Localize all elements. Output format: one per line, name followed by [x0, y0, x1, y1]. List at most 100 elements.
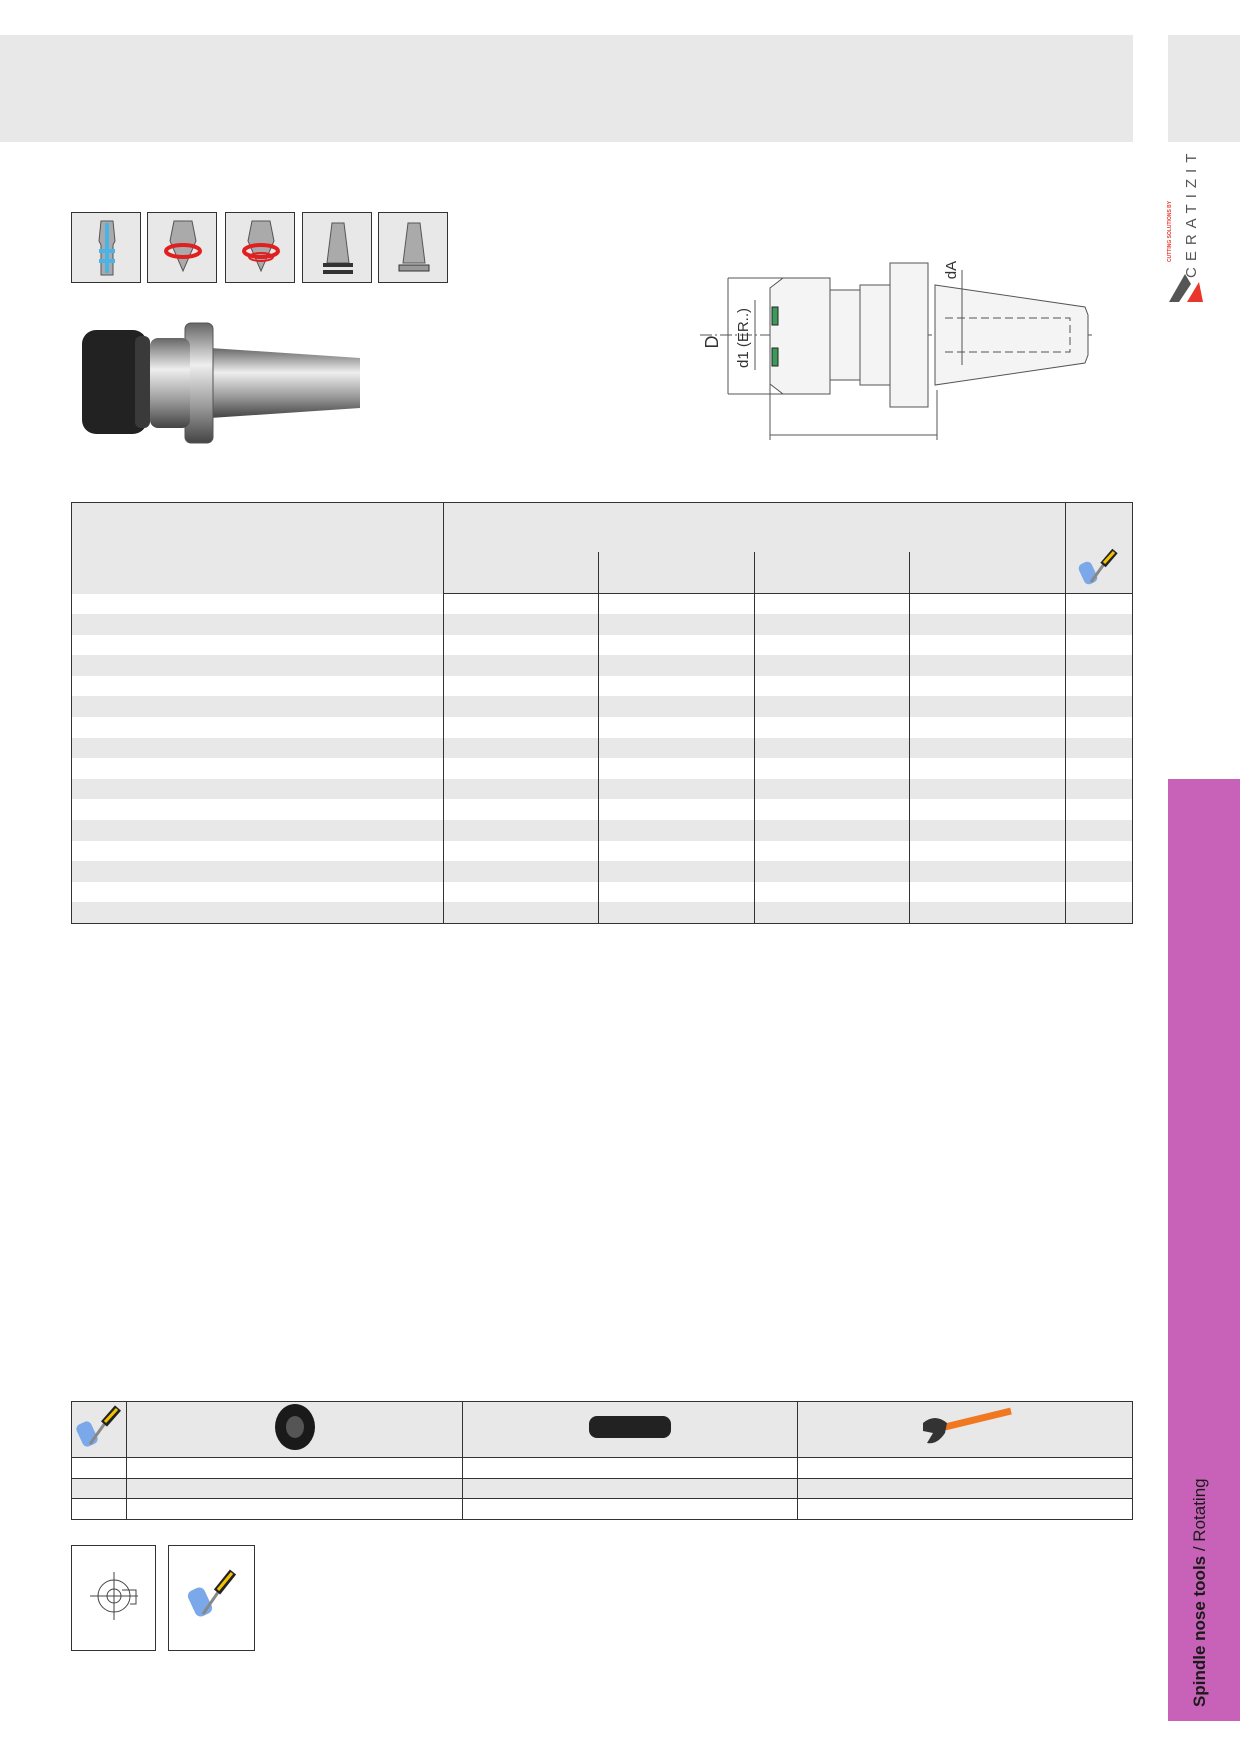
- table-cell: [71, 614, 444, 635]
- spare-parts-icon: [187, 1569, 237, 1617]
- table-cell: [598, 634, 756, 656]
- table-cell: [71, 840, 444, 862]
- table-cell: [598, 758, 756, 779]
- table-cell: [71, 778, 444, 800]
- spare-parts-icon: [1078, 548, 1118, 585]
- table-cell: [909, 593, 1066, 615]
- table-cell: [754, 614, 911, 635]
- table-cell: [754, 758, 911, 779]
- table-cell: [71, 717, 444, 738]
- table-cell: [754, 881, 911, 903]
- dimension-d1: d1 (ER..): [735, 308, 752, 368]
- table-cell: [598, 675, 756, 697]
- table-row: [71, 820, 1133, 841]
- table-cell: [442, 696, 600, 718]
- table-cell: [598, 902, 756, 924]
- stop-screw-header: [462, 1401, 798, 1458]
- table-cell: [797, 1498, 1133, 1520]
- table-cell: [909, 799, 1066, 821]
- table-cell: [462, 1498, 798, 1520]
- table-cell: [1065, 758, 1133, 779]
- table-row: [71, 737, 1133, 759]
- table-cell: [909, 655, 1066, 676]
- stop-screw-icon: [589, 1416, 671, 1438]
- table-cell: [462, 1477, 798, 1500]
- table-row: [71, 902, 1133, 924]
- table-cell: [598, 778, 756, 800]
- table-cell: [462, 1457, 798, 1479]
- table-cell: [71, 634, 444, 656]
- technical-drawing: D d1 (ER..) dA: [700, 250, 1120, 450]
- table-cell: [442, 737, 600, 759]
- table-cell: [909, 614, 1066, 635]
- table-cell: [754, 634, 911, 656]
- table-row: [71, 593, 1133, 615]
- table-cell: [1065, 655, 1133, 676]
- table-cell: [71, 593, 444, 615]
- table-cell: [598, 820, 756, 841]
- table-row: [71, 758, 1133, 779]
- table-cell: [754, 902, 911, 924]
- table-cell: [598, 614, 756, 635]
- ceratizit-logo: CUTTING SOLUTIONS BY CERATIZIT: [1165, 147, 1225, 302]
- logo-tagline: CUTTING SOLUTIONS BY: [1167, 200, 1173, 262]
- header-spare-parts: [1065, 502, 1133, 594]
- table-cell: [754, 840, 911, 862]
- table-cell: [71, 737, 444, 759]
- table-cell: [598, 717, 756, 738]
- table-cell: [797, 1457, 1133, 1479]
- table-cell: [598, 655, 756, 676]
- table-cell: [754, 593, 911, 615]
- table-cell: [1065, 902, 1133, 924]
- table-cell: [909, 675, 1066, 697]
- table-row: [71, 778, 1133, 800]
- table-cell: [1065, 717, 1133, 738]
- table-cell: [797, 1477, 1133, 1500]
- table-cell: [442, 778, 600, 800]
- table-cell: [71, 1498, 127, 1520]
- table-cell: [71, 799, 444, 821]
- table-cell: [1065, 799, 1133, 821]
- table-cell: [442, 861, 600, 882]
- logo-name: CERATIZIT: [1183, 147, 1200, 278]
- table-cell: [598, 861, 756, 882]
- table-cell: [71, 1477, 127, 1500]
- table-row: [71, 1477, 1133, 1500]
- table-cell: [442, 840, 600, 862]
- table-cell: [598, 737, 756, 759]
- balanced-icon: [147, 212, 217, 283]
- table-cell: [1065, 634, 1133, 656]
- accessories-table: [71, 1401, 1133, 1520]
- table-cell: [754, 655, 911, 676]
- table-cell: [126, 1457, 463, 1479]
- table-cell: [442, 675, 600, 697]
- table-row: [71, 1498, 1133, 1520]
- table-cell: [754, 737, 911, 759]
- table-cell: [126, 1498, 463, 1520]
- product-photo: [80, 318, 362, 448]
- table-cell: [909, 717, 1066, 738]
- table-cell: [1065, 861, 1133, 882]
- header-tab: [1168, 35, 1240, 142]
- wrench-icon: [923, 1407, 1012, 1444]
- clamping-nut-icon: [274, 1404, 315, 1450]
- table-cell: [909, 737, 1066, 759]
- table-cell: [909, 881, 1066, 903]
- table-row: [71, 881, 1133, 903]
- spare-parts-symbol-box: [168, 1545, 255, 1651]
- table-cell: [71, 758, 444, 779]
- table-row: [71, 614, 1133, 635]
- table-cell: [598, 881, 756, 903]
- category-label: Spindle nose tools / Rotating: [1190, 1478, 1209, 1707]
- dimension-D: D: [702, 336, 722, 349]
- table-row: [71, 696, 1133, 718]
- table-cell: [126, 1477, 463, 1500]
- mounting-diagram-icon: [90, 1572, 138, 1620]
- table-cell: [1065, 696, 1133, 718]
- table-cell: [1065, 840, 1133, 862]
- table-cell: [442, 655, 600, 676]
- table-cell: [442, 758, 600, 779]
- table-cell: [1065, 778, 1133, 800]
- table-cell: [71, 655, 444, 676]
- table-cell: [71, 820, 444, 841]
